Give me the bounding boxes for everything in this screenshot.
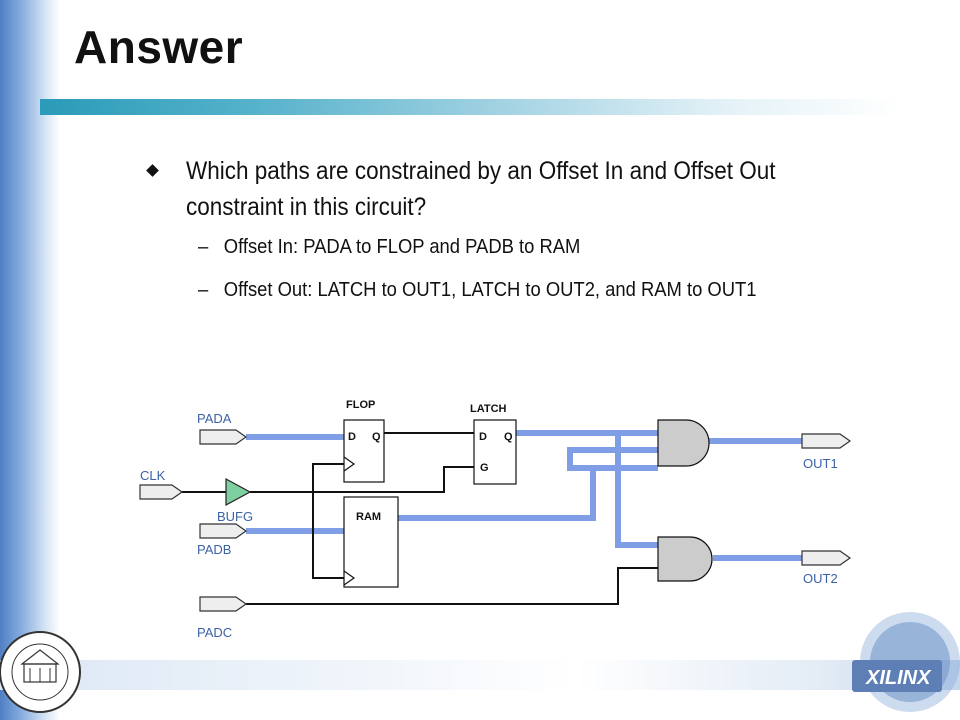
latch-block (473, 419, 517, 485)
padc-label: PADC (197, 625, 232, 640)
pada-pad (199, 429, 248, 445)
ram-block (343, 496, 399, 588)
ram-clock-icon (343, 570, 356, 586)
wire-latch-to-and2 (615, 433, 658, 548)
pada-label: PADA (197, 411, 232, 426)
university-seal-logo (0, 631, 81, 713)
padb-pad (199, 523, 248, 539)
xilinx-logo-text: XILINX (865, 667, 932, 689)
clk-label: CLK (140, 468, 166, 483)
answer-offset-out: –Offset Out: LATCH to OUT1, LATCH to OUT… (198, 279, 756, 302)
highlighted-wires (246, 430, 802, 561)
answer-offset-in: –Offset In: PADA to FLOP and PADB to RAM (198, 236, 580, 259)
wire-bufg-to-latch-g (250, 466, 474, 493)
and-gate-2-icon (657, 536, 713, 582)
flop-title: FLOP (346, 399, 375, 411)
flop-d-pin: D (348, 431, 356, 443)
out1-label: OUT1 (803, 456, 838, 471)
bufg-label: BUFG (217, 509, 253, 524)
out2-label: OUT2 (803, 571, 838, 586)
latch-title: LATCH (470, 403, 507, 415)
clk-pad (139, 484, 184, 500)
title-underline-bar (40, 99, 900, 115)
ram-title: RAM (356, 511, 381, 523)
padb-label: PADB (197, 542, 231, 557)
padc-pad (199, 596, 248, 612)
flop-block (343, 419, 385, 483)
xilinx-logo: XILINX (852, 612, 960, 712)
out2-pad (801, 550, 852, 566)
latch-g-pin: G (480, 462, 489, 474)
bufg-buffer-icon (225, 477, 252, 507)
flop-q-pin: Q (372, 431, 381, 443)
wire-padc-to-and2 (246, 567, 658, 605)
and-gate-1-icon (657, 419, 710, 467)
dash-marker: – (198, 236, 209, 258)
question-text: Which paths are constrained by an Offset… (186, 157, 776, 221)
latch-q-pin: Q (504, 431, 513, 443)
slide-title: Answer (74, 21, 244, 73)
wire-clk-to-ram (312, 492, 344, 579)
out1-pad (801, 433, 852, 449)
dash-marker: – (198, 279, 209, 301)
answer-offset-out-text: Offset Out: LATCH to OUT1, LATCH to OUT2… (223, 279, 757, 301)
left-decor-band (0, 0, 60, 720)
latch-d-pin: D (479, 431, 487, 443)
plain-wires (182, 432, 658, 605)
wire-ram-to-and1 (398, 465, 658, 521)
flop-clock-icon (343, 456, 356, 472)
wire-clk-to-flop (312, 463, 344, 492)
wire-and1-in2 (567, 447, 658, 471)
answer-offset-in-text: Offset In: PADA to FLOP and PADB to RAM (223, 236, 581, 258)
footer-bar (0, 660, 960, 690)
